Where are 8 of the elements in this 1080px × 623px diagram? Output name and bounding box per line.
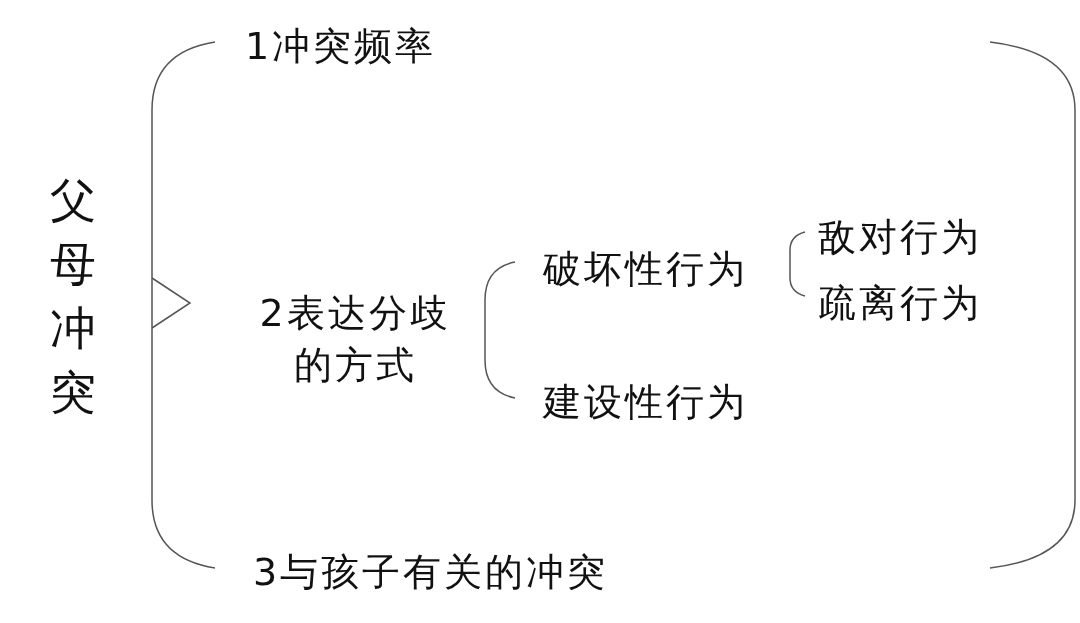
vertical-title: 父母冲突	[46, 168, 100, 424]
topic-text: 疏离行为	[818, 279, 982, 327]
topic-text: 破坏性行为	[543, 245, 748, 293]
topic-text: 1冲突频率	[245, 22, 437, 70]
topic-text: 敌对行为	[818, 213, 982, 261]
topic-text: 建设性行为	[543, 378, 748, 426]
topic-text: 2表达分歧的方式	[245, 287, 465, 391]
topic-text: 3与孩子有关的冲突	[253, 548, 609, 596]
